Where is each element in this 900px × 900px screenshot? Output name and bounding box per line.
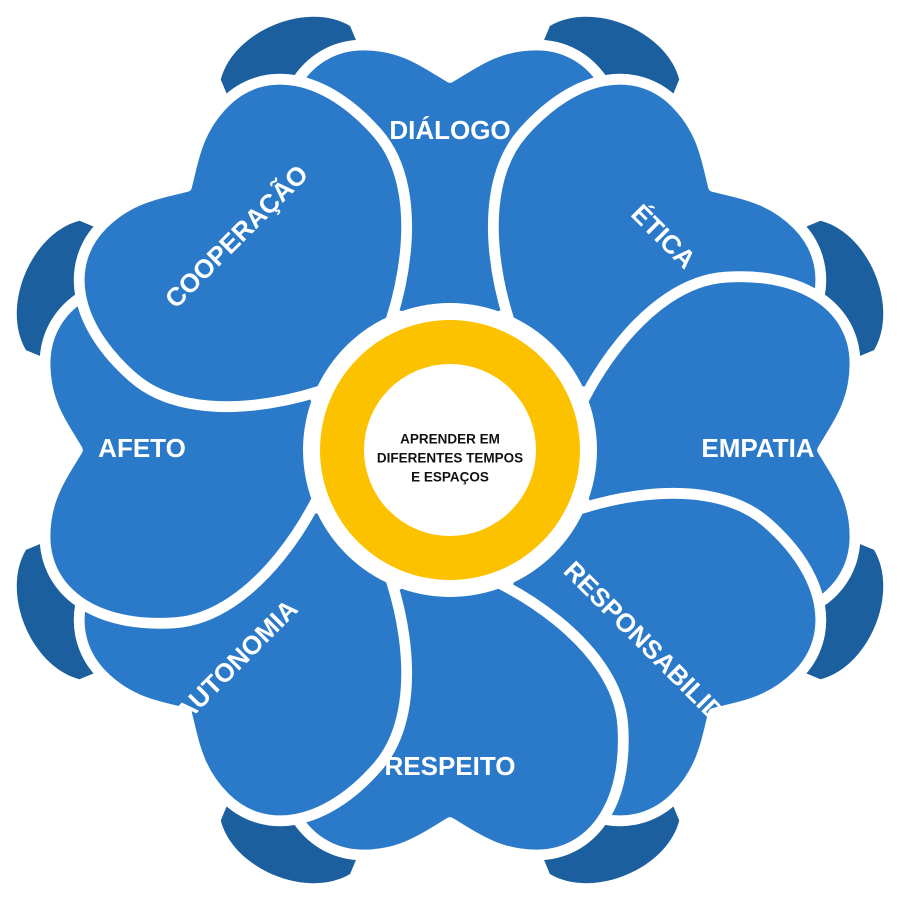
center-label-line-3: E ESPAÇOS: [411, 470, 489, 485]
petal-label-dialogo: DIÁLOGO: [389, 115, 510, 145]
center-label-line-2: DIFERENTES TEMPOS: [377, 451, 523, 466]
petal-label-empatia: EMPATIA: [701, 433, 814, 463]
center-label-line-1: APRENDER EM: [400, 432, 500, 447]
petal-cooperacao: [73, 73, 413, 413]
petal-label-respeito: RESPEITO: [384, 751, 515, 781]
center-hub: APRENDER EM DIFERENTES TEMPOS E ESPAÇOS: [303, 303, 597, 597]
center-circle: [364, 364, 536, 536]
petal-label-afeto: AFETO: [98, 433, 186, 463]
petals-group: [39, 39, 861, 861]
